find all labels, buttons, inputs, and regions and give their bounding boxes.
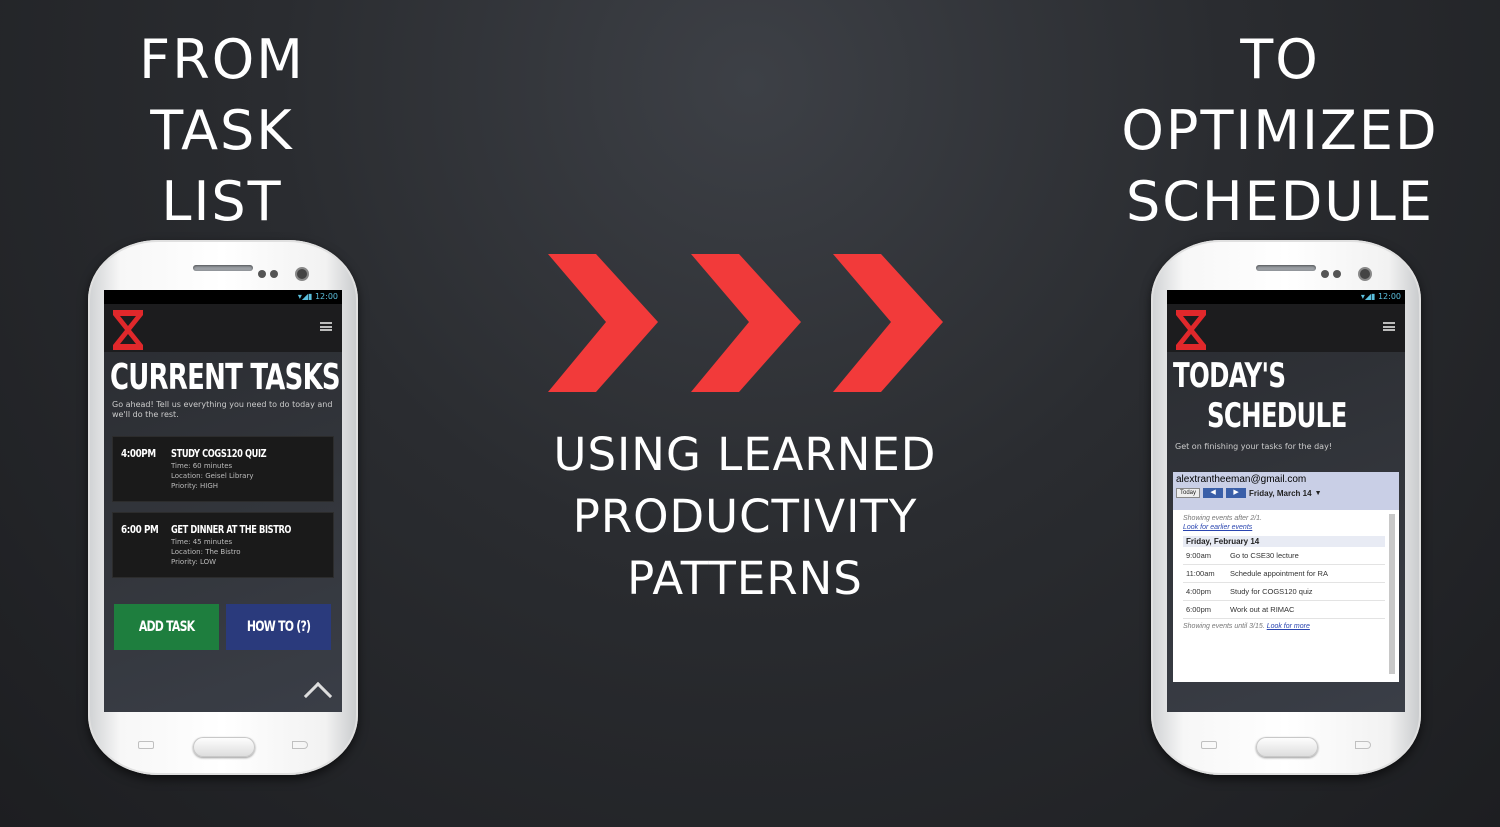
chevron-up-icon[interactable]: [303, 681, 333, 711]
task-name: GET DINNER AT THE BISTRO: [171, 523, 292, 536]
sensor: [270, 270, 278, 278]
task-priority: Priority: HIGH: [171, 482, 219, 490]
task-location: Location: The Bistro: [171, 548, 241, 556]
agenda-event[interactable]: 6:00pm Work out at RIMAC: [1183, 601, 1385, 619]
calendar-agenda: Showing events after 2/1. Look for earli…: [1183, 514, 1385, 630]
howto-label: HOW TO (?): [246, 619, 311, 635]
calendar-header: alextrantheeman@gmail.com Today ◀ ▶ Frid…: [1173, 472, 1399, 510]
showing-until-note: Showing events until 3/15. Look for more: [1183, 623, 1385, 630]
agenda-event[interactable]: 4:00pm Study for COGS120 quiz: [1183, 583, 1385, 601]
task-priority: Priority: LOW: [171, 558, 217, 566]
calendar-nav: Today ◀ ▶ Friday, March 14 ▼: [1176, 488, 1396, 498]
event-title: Work out at RIMAC: [1230, 605, 1295, 614]
add-task-label: ADD TASK: [138, 619, 195, 635]
showing-after-note: Showing events after 2/1.: [1183, 515, 1262, 522]
hourglass-logo-icon[interactable]: [1173, 308, 1209, 352]
heading-line: OPTIMIZED: [1121, 99, 1439, 162]
prev-arrow-icon[interactable]: ◀: [1203, 488, 1224, 498]
event-time: 4:00pm: [1186, 587, 1212, 596]
caption-line: PATTERNS: [627, 552, 863, 605]
page-title-line1: TODAY'S: [1173, 356, 1286, 396]
today-button[interactable]: Today: [1176, 488, 1201, 498]
home-button[interactable]: [1256, 737, 1318, 757]
next-arrow-icon[interactable]: ▶: [1226, 488, 1247, 498]
title-block: TODAY'S SCHEDULE: [1167, 352, 1405, 436]
menu-soft-key[interactable]: [138, 741, 154, 749]
event-title: Study for COGS120 quiz: [1230, 587, 1313, 596]
more-events-link[interactable]: Look for more: [1266, 623, 1310, 630]
menu-soft-key[interactable]: [1201, 741, 1217, 749]
sensor: [1333, 270, 1341, 278]
page-title-line2: SCHEDULE: [1207, 396, 1347, 436]
task-location: Location: Geisel Library: [171, 472, 254, 480]
center-caption: USING LEARNED PRODUCTIVITY PATTERNS: [520, 424, 970, 610]
from-heading: FROM TASK LIST: [72, 24, 372, 237]
chevron-right-icon: [691, 254, 801, 392]
add-task-button[interactable]: ADD TASK: [114, 604, 219, 650]
event-time: 9:00am: [1186, 551, 1212, 560]
chevron-right-icon: [548, 254, 658, 392]
back-soft-key[interactable]: [292, 741, 308, 749]
sensor: [1321, 270, 1329, 278]
front-camera: [1358, 267, 1372, 281]
heading-line: LIST: [161, 170, 283, 233]
event-time: 11:00am: [1186, 569, 1215, 578]
speaker-grille: [1256, 265, 1316, 271]
calendar-current-date: Friday, March 14: [1249, 488, 1312, 498]
schedule-app: TODAY'S SCHEDULE Get on finishing your t…: [1167, 304, 1405, 712]
status-bar: ▾◢▮ 12:00: [1167, 290, 1405, 304]
showing-until-text: Showing events until 3/15.: [1183, 623, 1265, 630]
agenda-event[interactable]: 9:00am Go to CSE30 lecture: [1183, 547, 1385, 565]
task-duration: Time: 60 minutes: [171, 462, 233, 470]
event-time: 6:00pm: [1186, 605, 1212, 614]
phone-screen: ▾◢▮ 12:00 CURRENT TASKS Go ahead! Tell u…: [104, 290, 342, 712]
status-time: 12:00: [1377, 292, 1401, 301]
to-heading: TO OPTIMIZED SCHEDULE: [1100, 24, 1460, 237]
speaker-grille: [193, 265, 253, 271]
status-bar: ▾◢▮ 12:00: [104, 290, 342, 304]
hamburger-menu-icon[interactable]: [1383, 322, 1395, 331]
page-subtitle: Go ahead! Tell us everything you need to…: [112, 400, 333, 419]
calendar-scrollbar[interactable]: [1389, 514, 1395, 674]
title-block: CURRENT TASKS: [104, 352, 342, 398]
heading-line: SCHEDULE: [1125, 170, 1435, 233]
howto-button[interactable]: HOW TO (?): [226, 604, 331, 650]
page-title: CURRENT TASKS: [110, 357, 341, 398]
phone-screen: ▾◢▮ 12:00 TODAY'S SCHEDULE Get on finish…: [1167, 290, 1405, 712]
hourglass-logo-icon[interactable]: [110, 308, 146, 352]
chevron-arrows-icon: [548, 254, 943, 392]
task-list-app: CURRENT TASKS Go ahead! Tell us everythi…: [104, 304, 342, 712]
chevron-right-icon: [833, 254, 943, 392]
task-card[interactable]: 6:00 PM GET DINNER AT THE BISTRO Time: 4…: [112, 512, 334, 578]
calendar-widget: alextrantheeman@gmail.com Today ◀ ▶ Frid…: [1173, 472, 1399, 682]
chevron-down-icon[interactable]: ▼: [1314, 489, 1322, 497]
back-soft-key[interactable]: [1355, 741, 1371, 749]
page-subtitle: Get on finishing your tasks for the day!: [1175, 442, 1333, 451]
status-time: 12:00: [314, 292, 338, 301]
event-title: Go to CSE30 lecture: [1230, 551, 1299, 560]
hamburger-menu-icon[interactable]: [320, 322, 332, 331]
app-header: [1167, 304, 1405, 352]
phone-right: ▾◢▮ 12:00 TODAY'S SCHEDULE Get on finish…: [1151, 240, 1421, 775]
heading-line: TASK: [150, 99, 294, 162]
task-card[interactable]: 4:00PM STUDY COGS120 QUIZ Time: 60 minut…: [112, 436, 334, 502]
phone-left: ▾◢▮ 12:00 CURRENT TASKS Go ahead! Tell u…: [88, 240, 358, 775]
caption-line: USING LEARNED: [553, 428, 937, 481]
caption-line: PRODUCTIVITY: [572, 490, 918, 543]
agenda-event[interactable]: 11:00am Schedule appointment for RA: [1183, 565, 1385, 583]
task-duration: Time: 45 minutes: [171, 538, 233, 546]
event-title: Schedule appointment for RA: [1230, 569, 1328, 578]
task-time: 6:00 PM: [121, 523, 159, 536]
app-header: [104, 304, 342, 352]
sensor: [258, 270, 266, 278]
agenda-day-header: Friday, February 14: [1183, 536, 1385, 547]
front-camera: [295, 267, 309, 281]
task-name: STUDY COGS120 QUIZ: [171, 447, 267, 460]
calendar-account: alextrantheeman@gmail.com: [1176, 474, 1307, 485]
home-button[interactable]: [193, 737, 255, 757]
heading-line: FROM: [139, 28, 305, 91]
task-time: 4:00PM: [121, 447, 156, 460]
earlier-events-link[interactable]: Look for earlier events: [1183, 524, 1253, 531]
heading-line: TO: [1240, 28, 1320, 91]
